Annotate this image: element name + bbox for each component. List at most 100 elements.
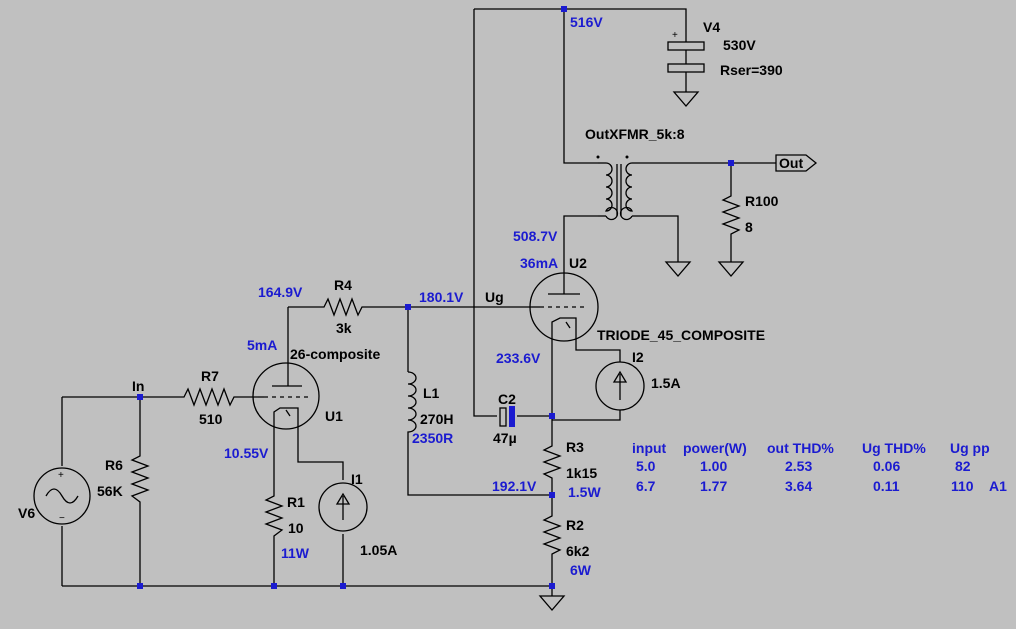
operating-point-annotations: 516V 508.7V 36mA 180.1V 164.9V 5mA 233.6… [224, 14, 603, 578]
table-header: Ug pp [950, 440, 990, 456]
r3-name: R3 [566, 439, 584, 455]
triode-u2 [529, 272, 599, 342]
node-voltage-label: 192.1V [492, 478, 537, 494]
table-cell: 6.7 [636, 478, 656, 494]
table-header: input [632, 440, 667, 456]
u2-name: U2 [569, 255, 587, 271]
r100-name: R100 [745, 193, 779, 209]
table-cell: A1 [989, 478, 1007, 494]
v4-rser: Rser=390 [720, 62, 783, 78]
i2-value: 1.5A [651, 375, 681, 391]
wires [61, 8, 776, 596]
ug-label: Ug [485, 289, 504, 305]
table-cell: 0.06 [873, 458, 900, 474]
u1-model: 26-composite [290, 346, 380, 362]
junction [271, 583, 277, 589]
table-header: out THD% [767, 440, 834, 456]
in-label: In [132, 378, 144, 394]
svg-text:+: + [58, 470, 64, 481]
table-cell: 5.0 [636, 458, 656, 474]
table-cell: 3.64 [785, 478, 812, 494]
component-labels: V4 530V Rser=390 OutXFMR_5k:8 Out R100 8… [18, 19, 803, 559]
v4-name: V4 [703, 19, 720, 35]
r1-name: R1 [287, 494, 305, 510]
node-voltage-label: 164.9V [258, 284, 303, 300]
r1-value: 10 [288, 520, 304, 536]
i2-name: I2 [632, 349, 644, 365]
table-cell: 1.77 [700, 478, 727, 494]
node-voltage-label: 508.7V [513, 228, 558, 244]
r6-value: 56K [97, 483, 123, 499]
power-label: 11W [281, 545, 310, 561]
c2-value: 47µ [493, 430, 517, 446]
table-cell: 0.11 [873, 478, 900, 494]
table-cell: 82 [955, 458, 971, 474]
junction [549, 583, 555, 589]
c2-name: C2 [498, 391, 516, 407]
table-cell: 2.53 [785, 458, 812, 474]
junction [728, 160, 734, 166]
table-cell: 1.00 [700, 458, 727, 474]
svg-text:−: − [59, 513, 65, 524]
node-voltage-label: 180.1V [419, 289, 464, 305]
table-header: power(W) [683, 440, 747, 456]
r100-value: 8 [745, 219, 753, 235]
junction [549, 492, 555, 498]
triode-u1 [252, 362, 320, 430]
output-transformer [596, 155, 640, 221]
resistor-r2 [542, 510, 562, 560]
i1-name: I1 [351, 471, 363, 487]
resistor-r4 [318, 297, 370, 317]
svg-text:+: + [672, 30, 678, 41]
r4-name: R4 [334, 277, 352, 293]
power-label: 6W [570, 562, 592, 578]
v6-name: V6 [18, 505, 35, 521]
xfmr-label: OutXFMR_5k:8 [585, 126, 685, 142]
voltage-source-v6: + − [33, 467, 91, 525]
i1-value: 1.05A [360, 542, 397, 558]
r4-value: 3k [336, 320, 352, 336]
capacitor-c2 [499, 406, 515, 427]
resistor-r1 [264, 490, 284, 542]
l1-dcr-label: 2350R [412, 430, 453, 446]
junction [549, 413, 555, 419]
node-voltage-label: 233.6V [496, 350, 541, 366]
junction [137, 583, 143, 589]
current-label: 5mA [247, 337, 277, 353]
r7-value: 510 [199, 411, 223, 427]
junctions [137, 6, 734, 589]
junction [561, 6, 567, 12]
r7-name: R7 [201, 368, 219, 384]
ground-symbols [538, 261, 745, 611]
table-header: Ug THD% [862, 440, 926, 456]
current-label: 36mA [520, 255, 558, 271]
l1-name: L1 [423, 385, 440, 401]
r6-name: R6 [105, 457, 123, 473]
resistor-r6 [130, 450, 150, 508]
table-cell: 110 [951, 478, 974, 494]
battery-v4: + [667, 30, 705, 107]
r2-value: 6k2 [566, 543, 590, 559]
node-voltage-label: 10.55V [224, 445, 269, 461]
junction [405, 304, 411, 310]
out-label: Out [779, 155, 803, 171]
current-source-i1 [318, 482, 368, 532]
v4-value: 530V [723, 37, 756, 53]
r3-value: 1k15 [566, 465, 597, 481]
out-port [775, 154, 818, 172]
results-table: input power(W) out THD% Ug THD% Ug pp 5.… [632, 440, 1007, 494]
current-source-i2 [595, 361, 645, 411]
power-label: 1.5W [568, 484, 601, 500]
resistor-r3 [542, 440, 562, 480]
l1-value: 270H [420, 411, 453, 427]
inductor-l1 [407, 371, 417, 438]
u1-name: U1 [325, 408, 343, 424]
r2-name: R2 [566, 517, 584, 533]
node-voltage-label: 516V [570, 14, 603, 30]
junction [137, 394, 143, 400]
junction [340, 583, 346, 589]
resistor-r100 [721, 190, 741, 240]
resistor-r7 [178, 387, 238, 407]
u2-model: TRIODE_45_COMPOSITE [597, 327, 765, 343]
